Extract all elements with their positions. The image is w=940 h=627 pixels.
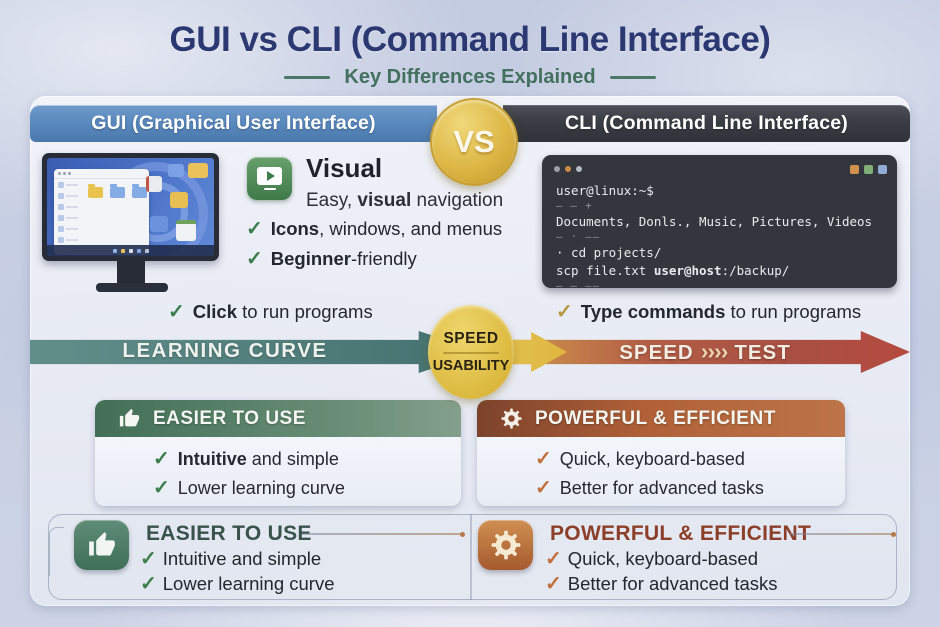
page-subtitle: Key Differences Explained: [344, 66, 596, 88]
card-item: ✓ Lower learning curve: [153, 477, 345, 499]
gui-header-bar: GUI (Graphical User Interface): [30, 105, 437, 142]
gear-icon: [501, 408, 522, 429]
check-icon: ✓: [246, 218, 263, 240]
hub-usability-label: USABILITY: [432, 358, 510, 374]
subtitle-row: Key Differences Explained: [0, 66, 940, 89]
page-title: GUI vs CLI (Command Line Interface): [169, 20, 771, 59]
gui-feature-subtitle: Easy, visual navigation: [306, 190, 504, 211]
subtitle-dash-right: [609, 76, 656, 79]
terminal-button: [864, 164, 873, 174]
easier-card-title: EASIER TO USE: [153, 407, 306, 429]
easier-to-use-card: EASIER TO USE ✓ Intuitive and simple ✓ L…: [95, 400, 461, 506]
footer-bracket: [49, 527, 64, 576]
footer-title-line: [790, 531, 896, 537]
powerful-card-title: POWERFUL & EFFICIENT: [535, 407, 776, 429]
thumbs-up-icon: [119, 408, 140, 427]
card-item: ✓ Intuitive and simple: [153, 448, 339, 470]
gui-check-item: ✓ Icons, windows, and menus: [246, 218, 503, 240]
terminal-line: Documents, Donls., Music, Pictures, Vide…: [556, 214, 873, 229]
terminal-line: · cd projects/: [556, 245, 662, 260]
monitor-stand-neck: [117, 261, 145, 284]
file-manager-sidebar: [54, 179, 84, 248]
file-manager-titlebar: [54, 169, 149, 179]
terminal-dot: [576, 166, 582, 172]
powerful-efficient-card: POWERFUL & EFFICIENT ✓ Quick, keyboard-b…: [477, 400, 845, 506]
desktop-icon: [150, 216, 168, 232]
cli-header-label: CLI (Command Line Interface): [565, 112, 848, 134]
terminal-titlebar: [542, 155, 897, 179]
card-item: ✓ Quick, keyboard-based: [535, 448, 745, 470]
monitor-stand-base: [96, 283, 168, 292]
gui-action-line: ✓ Click to run programs: [168, 301, 373, 323]
terminal-window: user@linux:~$ – – + Documents, Donls., M…: [542, 155, 897, 288]
terminal-body: user@linux:~$ – – + Documents, Donls., M…: [542, 179, 897, 288]
terminal-line: – – +: [556, 200, 593, 212]
check-icon: ✓: [140, 573, 157, 595]
footer-easier-title: EASIER TO USE: [146, 522, 312, 545]
vs-badge: VS: [430, 98, 518, 186]
desktop-icon: [170, 192, 188, 208]
footer-item: ✓ Intuitive and simple: [140, 548, 322, 570]
thumbs-up-icon: [74, 520, 129, 570]
terminal-line: – – ––: [556, 280, 600, 288]
check-icon: ✓: [168, 301, 185, 323]
check-icon: ✓: [153, 477, 170, 499]
powerful-card-header: POWERFUL & EFFICIENT: [477, 400, 845, 437]
check-icon: ✓: [535, 448, 552, 470]
terminal-button: [850, 164, 859, 174]
footer-item: ✓ Lower learning curve: [140, 573, 335, 595]
speed-usability-hub: SPEED USABILITY: [428, 305, 514, 399]
footer-divider: [470, 514, 472, 600]
monitor-illustration: [42, 153, 219, 261]
desktop-icon: [176, 220, 196, 241]
check-icon: ✓: [556, 301, 573, 323]
hub-divider: [443, 352, 499, 354]
footer-powerful-title: POWERFUL & EFFICIENT: [550, 522, 812, 545]
easier-card-header: EASIER TO USE: [95, 400, 461, 437]
footer-item: ✓ Quick, keyboard-based: [545, 548, 759, 570]
terminal-line: user@linux:~$: [556, 183, 654, 198]
desktop-icon: [146, 176, 162, 192]
terminal-line: – · ––: [556, 231, 600, 243]
check-icon: ✓: [545, 548, 562, 570]
monitor-screen: [47, 158, 214, 256]
taskbar: [47, 245, 214, 256]
check-icon: ✓: [153, 448, 170, 470]
terminal-dot: [565, 166, 571, 172]
gui-check-item: ✓ Beginner-friendly: [246, 248, 417, 270]
footer-box: [48, 514, 897, 600]
desktop-icon: [168, 164, 184, 177]
footer-item: ✓ Better for advanced tasks: [545, 573, 778, 595]
subtitle-dash-left: [284, 76, 331, 79]
cli-header-bar: CLI (Command Line Interface): [503, 105, 910, 142]
gui-feature-title: Visual: [306, 153, 383, 183]
screen-play-icon: [247, 157, 292, 200]
terminal-button: [878, 164, 887, 174]
chevrons-icon: ››››: [700, 338, 729, 364]
card-item: ✓ Better for advanced tasks: [535, 477, 764, 499]
hub-speed-label: SPEED: [443, 330, 499, 347]
footer-title-line: [302, 531, 465, 537]
check-icon: ✓: [545, 573, 562, 595]
terminal-dot: [554, 166, 560, 172]
cli-action-line: ✓ Type commands to run programs: [556, 301, 862, 323]
learning-curve-label: LEARNING CURVE: [122, 339, 328, 362]
gui-header-label: GUI (Graphical User Interface): [91, 112, 376, 134]
terminal-line: scp file.txt user@host:/backup/: [556, 263, 790, 278]
vs-label: VS: [453, 124, 495, 159]
folder-icons: [84, 179, 149, 248]
check-icon: ✓: [535, 477, 552, 499]
speed-arrow-label: SPEED››››TEST: [619, 338, 791, 364]
check-icon: ✓: [246, 248, 263, 270]
gear-icon: [478, 520, 533, 570]
check-icon: ✓: [140, 548, 157, 570]
file-manager-window: [54, 169, 149, 255]
desktop-icon: [188, 163, 208, 178]
